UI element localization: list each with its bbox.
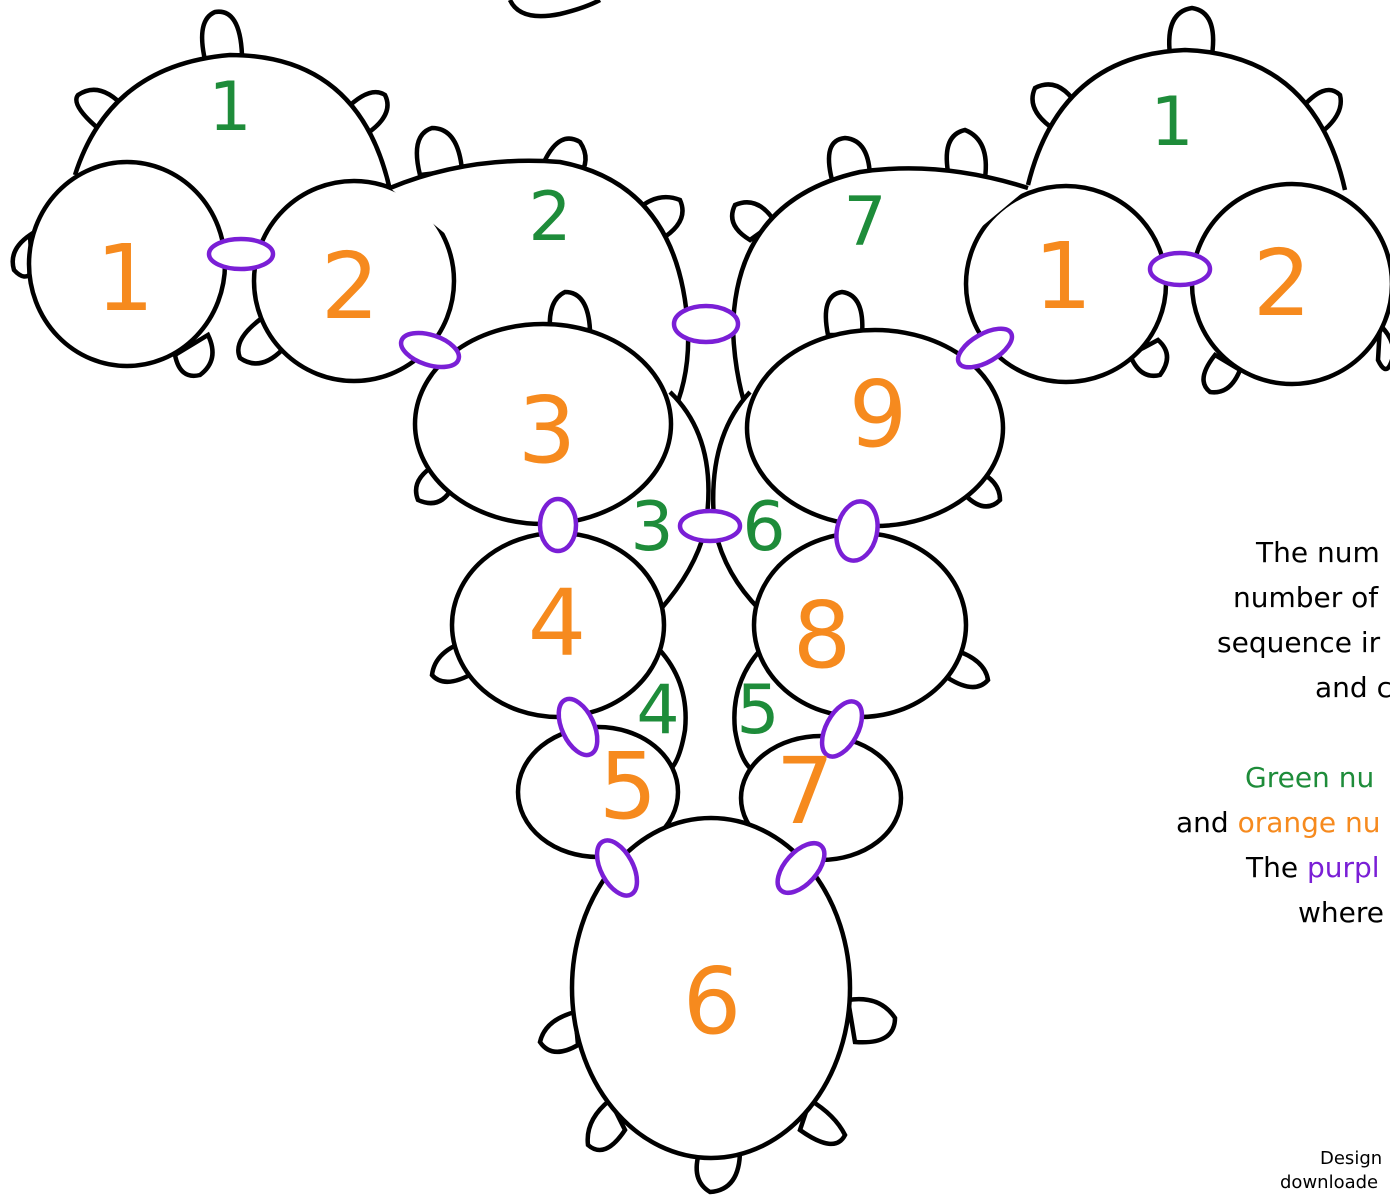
join-marker (537, 496, 579, 554)
join-marker (819, 699, 865, 759)
legend-purple-line: The purpl (1170, 845, 1390, 890)
legend-text: The num number of sequence ir and c Gree… (1170, 530, 1390, 935)
right-chain-1-number: 1 (1150, 83, 1193, 162)
legend-line: sequence ir (1217, 626, 1381, 659)
legend-line: The num (1256, 536, 1380, 569)
left-chain-2-number: 2 (528, 178, 571, 257)
join-marker (955, 326, 1015, 370)
picot (74, 87, 129, 133)
credit-line: Design (1320, 1148, 1383, 1169)
picot (823, 289, 865, 338)
join-marker (398, 330, 462, 370)
ring-6-number: 6 (683, 948, 742, 1055)
picot (1201, 352, 1243, 395)
left-chain-1-number: 1 (208, 68, 251, 147)
center-chain-5 (732, 643, 767, 772)
picot (1167, 5, 1216, 58)
join-marker (677, 508, 743, 544)
left-ring-1-number: 1 (96, 225, 155, 332)
picot (172, 331, 215, 379)
center-chain-6-number: 6 (742, 488, 785, 567)
picot (341, 89, 390, 139)
join-marker (1147, 250, 1213, 288)
center-chain-4-number: 4 (636, 671, 679, 750)
picot (537, 1009, 581, 1054)
picot (797, 1096, 848, 1146)
join-marker (834, 499, 880, 563)
picot (729, 200, 779, 243)
top-loop (507, 0, 602, 19)
picot (826, 135, 873, 183)
right-chain-7-number: 7 (843, 183, 886, 262)
picot (236, 314, 285, 366)
credit-line: downloade (1280, 1172, 1379, 1193)
legend-and-word: and (1176, 806, 1238, 839)
picot (944, 127, 989, 181)
join-marker (671, 303, 741, 345)
legend-purple-word: purpl (1306, 851, 1380, 884)
legend-the-word: The (1246, 851, 1307, 884)
center-chain-3-number: 3 (630, 488, 673, 567)
picot (845, 996, 898, 1045)
join-marker (206, 236, 276, 272)
legend-green-word: Green nu (1245, 761, 1375, 794)
picot (547, 289, 593, 333)
picot (694, 1147, 743, 1195)
legend-line: and c (1315, 671, 1390, 704)
picot (413, 462, 455, 506)
right-chain-1 (1025, 47, 1348, 191)
legend-green-line: Green nu (1170, 755, 1390, 800)
left-chain-1 (72, 52, 393, 191)
ring-6 (569, 815, 853, 1161)
left-ring-2 (251, 178, 457, 384)
legend-orange-word: orange nu (1237, 806, 1381, 839)
ring-9-number: 9 (849, 361, 908, 468)
legend-line: number of (1233, 581, 1379, 614)
legend-orange-line: and orange nu (1170, 800, 1390, 845)
ring-7-number: 7 (776, 738, 835, 845)
credit-text: Design downloade (1280, 1147, 1390, 1195)
right-ring-1-number: 1 (1034, 223, 1093, 330)
join-marker (594, 838, 640, 898)
picot (199, 9, 245, 63)
picot (1127, 337, 1170, 379)
ring-8-number: 8 (793, 582, 852, 689)
center-chain-5-number: 5 (736, 671, 779, 750)
join-marker (556, 696, 600, 758)
join-marker (775, 841, 827, 895)
ring-4-number: 4 (528, 570, 587, 677)
left-ring-2-number: 2 (321, 233, 380, 340)
ring-3-number: 3 (518, 377, 577, 484)
legend-line: where (1298, 896, 1384, 929)
ring-5-number: 5 (599, 733, 658, 840)
right-ring-2-number: 2 (1253, 230, 1312, 337)
picot (414, 125, 465, 178)
center-chain-4 (653, 643, 688, 772)
